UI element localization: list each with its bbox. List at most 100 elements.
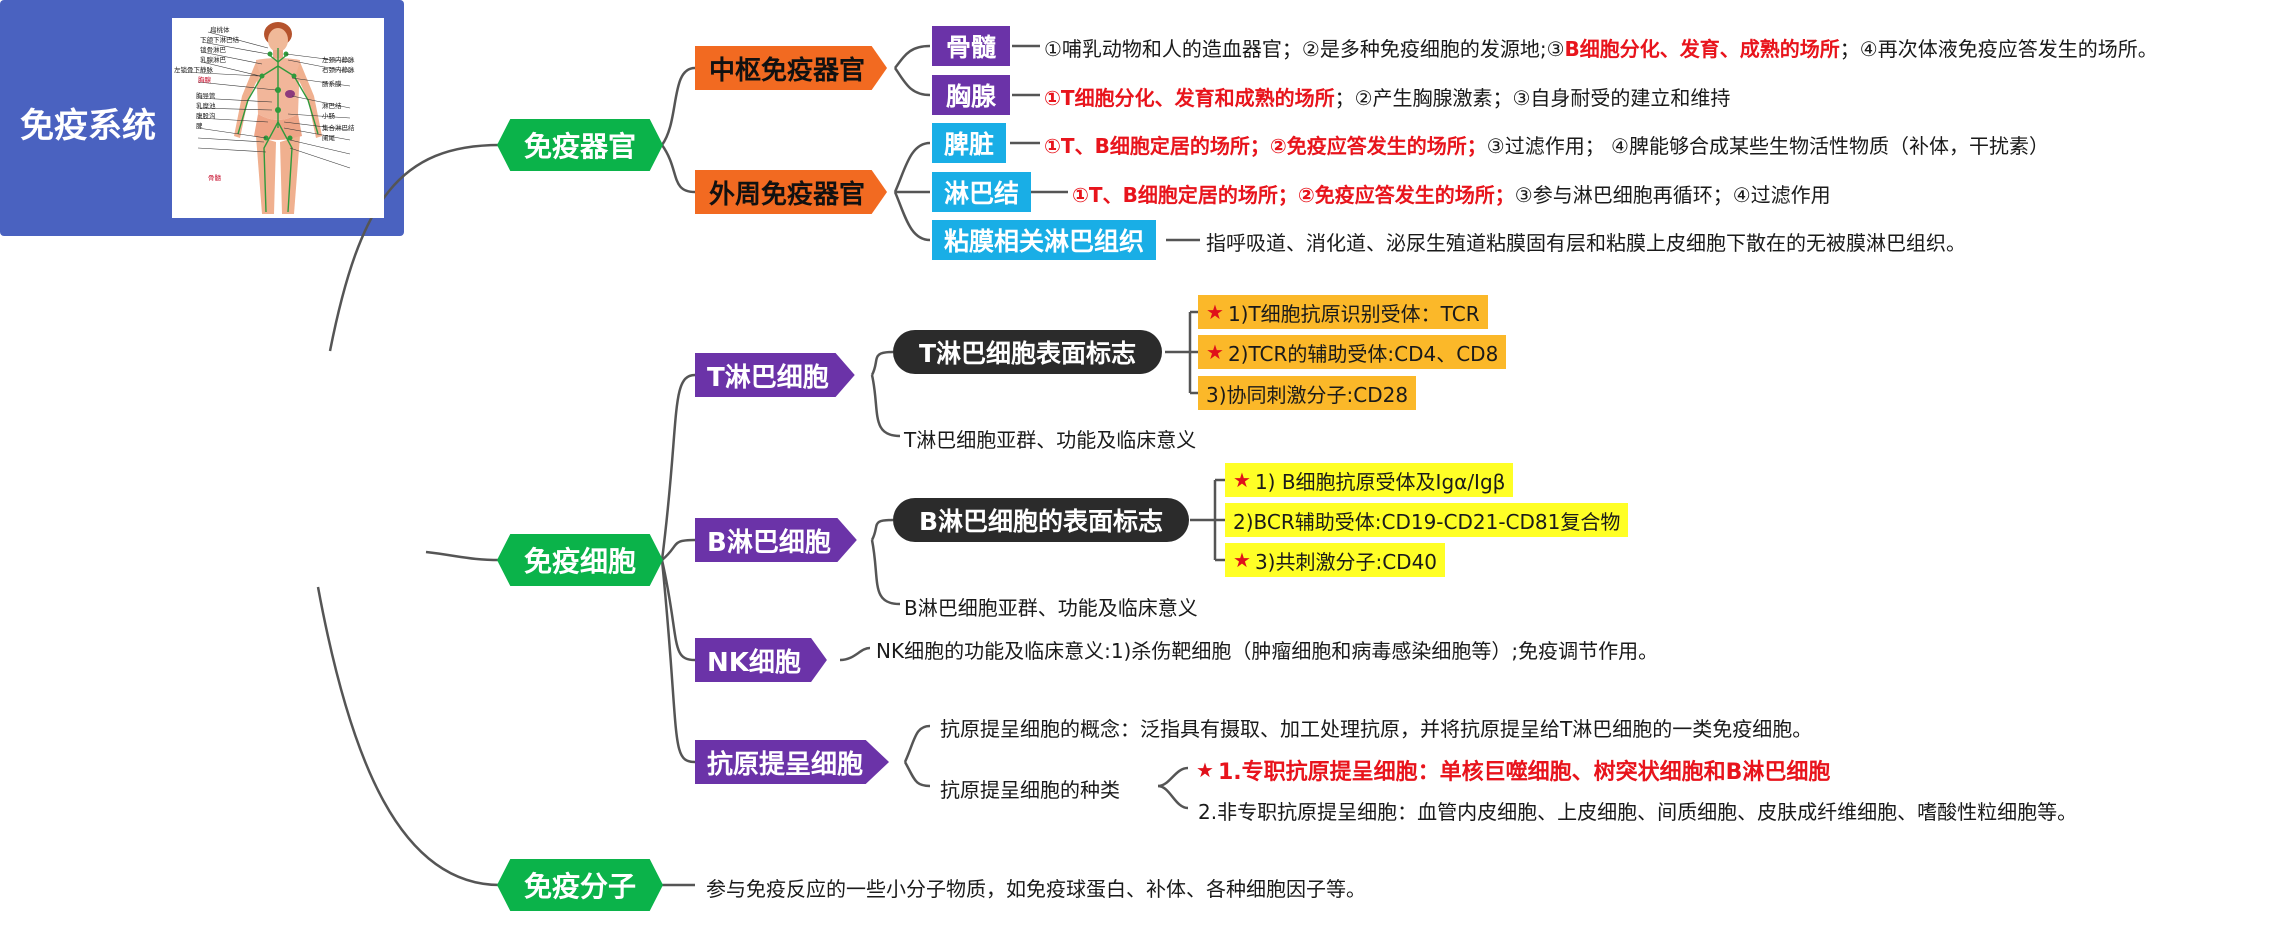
apc-type-2: 2.非专职抗原提呈细胞：血管内皮细胞、上皮细胞、间质细胞、皮肤成纤维细胞、嗜酸性… xyxy=(1198,796,2077,825)
thymus-text: ①T细胞分化、发育和成熟的场所；②产生胸腺激素；③自身耐受的建立和维持 xyxy=(1044,82,1730,111)
spleen-text-2: ③过滤作用； ④脾能够合成某些生物活性物质（补体，干扰素） xyxy=(1486,134,2049,158)
figure-label: 集合淋巴结 xyxy=(322,123,355,132)
bone-marrow-text-3: ；④再次体液免疫应答发生的场所。 xyxy=(1839,37,2158,61)
star-icon: ★ xyxy=(1233,468,1251,492)
b-marker-1-text: 1) B细胞抗原受体及Igα/Igβ xyxy=(1254,469,1506,494)
figure-label: 左锁骨下静脉 xyxy=(174,65,214,74)
b-cell-node[interactable]: B淋巴细胞 xyxy=(695,518,857,562)
bone-marrow-text-1: ①哺乳动物和人的造血器官；②是多种免疫细胞的发源地;③ xyxy=(1044,37,1565,61)
peripheral-organs-label: 外周免疫器官 xyxy=(709,179,866,210)
b-cell-markers-label: B淋巴细胞的表面标志 xyxy=(919,507,1164,536)
t-marker-1: ★1)T细胞抗原识别受体：TCR xyxy=(1198,295,1488,329)
figure-label: 乳糜池 xyxy=(196,101,216,110)
t-marker-2: ★2)TCR的辅助受体:CD4、CD8 xyxy=(1198,335,1507,369)
spleen-label: 脾脏 xyxy=(944,130,995,159)
nk-cell-node[interactable]: NK细胞 xyxy=(695,638,827,682)
nk-cell-label: NK细胞 xyxy=(707,647,801,678)
spleen-text-1: ①T、B细胞定居的场所；②免疫应答发生的场所； xyxy=(1044,134,1487,158)
root-title: 免疫系统 xyxy=(20,106,156,146)
t-cell-subgroup: T淋巴细胞亚群、功能及临床意义 xyxy=(904,424,1196,453)
figure-label: 乳腺淋巴 xyxy=(200,55,227,64)
lymphatic-body-illustration: 扁桃体 下颌下淋巴结 锁骨淋巴 乳腺淋巴 左锁骨下静脉 胸腺 胸导管 乳糜池 腹… xyxy=(172,18,384,218)
figure-label: 阑尾 xyxy=(322,133,336,142)
apc-type-2-text: 2.非专职抗原提呈细胞：血管内皮细胞、上皮细胞、间质细胞、皮肤成纤维细胞、嗜酸性… xyxy=(1198,800,2078,824)
thymus-text-2: ；②产生胸腺激素；③自身耐受的建立和维持 xyxy=(1334,86,1731,110)
peripheral-organs-node[interactable]: 外周免疫器官 xyxy=(695,170,888,214)
figure-label: 腹股沟 xyxy=(196,111,216,120)
cells-label: 免疫细胞 xyxy=(524,545,637,578)
malt-text: 指呼吸道、消化道、泌尿生殖道粘膜固有层和粘膜上皮细胞下散在的无被膜淋巴组织。 xyxy=(1206,227,1966,256)
figure-label: 扁桃体 xyxy=(210,25,230,34)
apc-concept-text: 抗原提呈细胞的概念：泛指具有摄取、加工处理抗原，并将抗原提呈给T淋巴细胞的一类免… xyxy=(940,717,1813,741)
apc-node[interactable]: 抗原提呈细胞 xyxy=(695,740,890,784)
star-icon: ★ xyxy=(1206,300,1224,324)
spleen-node[interactable]: 脾脏 xyxy=(932,123,1007,163)
t-cell-markers-node[interactable]: T淋巴细胞表面标志 xyxy=(893,330,1163,374)
b-marker-3: ★3)共刺激分子:CD40 xyxy=(1225,543,1446,577)
figure-label: 右颈内静脉 xyxy=(322,65,355,74)
figure-label: 肠系膜 xyxy=(322,79,342,88)
malt-label: 粘膜相关淋巴组织 xyxy=(944,227,1145,256)
figure-label: 胸导管 xyxy=(196,91,216,100)
central-organs-label: 中枢免疫器官 xyxy=(709,55,866,86)
nk-cell-text: NK细胞的功能及临床意义:1)杀伤靶细胞（肿瘤细胞和病毒感染细胞等）;免疫调节作… xyxy=(876,636,1716,666)
t-cell-node[interactable]: T淋巴细胞 xyxy=(695,353,855,397)
molecules-text-1: 参与免疫反应的一些小分子物质，如免疫球蛋白、补体、各种细胞因子等。 xyxy=(706,877,1366,901)
star-icon: ★ xyxy=(1233,548,1251,572)
apc-types-text: 抗原提呈细胞的种类 xyxy=(940,778,1120,802)
molecules-label: 免疫分子 xyxy=(524,870,637,903)
b-marker-1: ★1) B细胞抗原受体及Igα/Igβ xyxy=(1225,463,1514,497)
thymus-text-1: ①T细胞分化、发育和成熟的场所 xyxy=(1044,86,1335,110)
bone-marrow-node[interactable]: 骨髓 xyxy=(932,26,1011,66)
figure-label: 下颌下淋巴结 xyxy=(200,35,240,44)
lymph-node-text-2: ③参与淋巴细胞再循环；④过滤作用 xyxy=(1514,183,1831,207)
t-cell-markers-label: T淋巴细胞表面标志 xyxy=(919,339,1137,368)
t-cell-subgroup-text: T淋巴细胞亚群、功能及临床意义 xyxy=(904,428,1197,452)
lymph-node-node[interactable]: 淋巴结 xyxy=(932,172,1032,212)
t-marker-2-text: 2)TCR的辅助受体:CD4、CD8 xyxy=(1227,341,1499,366)
molecules-text: 参与免疫反应的一些小分子物质，如免疫球蛋白、补体、各种细胞因子等。 xyxy=(706,873,1366,902)
figure-label: 脾 xyxy=(196,121,203,130)
apc-types: 抗原提呈细胞的种类 xyxy=(940,774,1120,803)
bone-marrow-text-2: B细胞分化、发育、成熟的场所 xyxy=(1564,37,1840,61)
thymus-label: 胸腺 xyxy=(946,82,997,111)
organs-node[interactable]: 免疫器官 xyxy=(497,119,663,171)
molecules-node[interactable]: 免疫分子 xyxy=(497,859,663,911)
b-marker-2: 2)BCR辅助受体:CD19-CD21-CD81复合物 xyxy=(1225,503,1629,537)
t-marker-3-text: 3)协同刺激分子:CD28 xyxy=(1206,382,1409,407)
organs-label: 免疫器官 xyxy=(524,130,637,163)
apc-type-1: ★1.专职抗原提呈细胞：单核巨噬细胞、树突状细胞和B淋巴细胞 xyxy=(1196,754,1830,786)
apc-concept: 抗原提呈细胞的概念：泛指具有摄取、加工处理抗原，并将抗原提呈给T淋巴细胞的一类免… xyxy=(940,713,1812,742)
star-icon: ★ xyxy=(1196,758,1214,782)
star-icon: ★ xyxy=(1206,340,1224,364)
thymus-node[interactable]: 胸腺 xyxy=(932,75,1011,115)
malt-node[interactable]: 粘膜相关淋巴组织 xyxy=(932,220,1157,260)
lymph-node-text: ①T、B细胞定居的场所；②免疫应答发生的场所；③参与淋巴细胞再循环；④过滤作用 xyxy=(1072,179,1831,208)
root-node: 免疫系统 xyxy=(0,0,404,236)
t-cell-label: T淋巴细胞 xyxy=(707,362,829,393)
figure-label: 锁骨淋巴 xyxy=(200,45,227,54)
figure-label: 骨髓 xyxy=(208,173,222,182)
t-marker-1-text: 1)T细胞抗原识别受体：TCR xyxy=(1227,301,1480,326)
anatomy-figure: 扁桃体 下颌下淋巴结 锁骨淋巴 乳腺淋巴 左锁骨下静脉 胸腺 胸导管 乳糜池 腹… xyxy=(172,18,384,218)
figure-label: 淋巴结 xyxy=(322,101,342,110)
spleen-text: ①T、B细胞定居的场所；②免疫应答发生的场所；③过滤作用； ④脾能够合成某些生物… xyxy=(1044,130,2049,159)
bone-marrow-label: 骨髓 xyxy=(946,33,997,62)
b-marker-2-text: 2)BCR辅助受体:CD19-CD21-CD81复合物 xyxy=(1233,509,1621,534)
figure-label: 胸腺 xyxy=(198,75,212,84)
b-cell-subgroup-text: B淋巴细胞亚群、功能及临床意义 xyxy=(904,596,1198,620)
apc-label: 抗原提呈细胞 xyxy=(707,749,864,780)
b-cell-subgroup: B淋巴细胞亚群、功能及临床意义 xyxy=(904,592,1198,621)
b-cell-label: B淋巴细胞 xyxy=(707,527,831,558)
cells-node[interactable]: 免疫细胞 xyxy=(497,534,663,586)
lymph-node-label: 淋巴结 xyxy=(944,179,1020,208)
b-cell-markers-node[interactable]: B淋巴细胞的表面标志 xyxy=(893,498,1190,542)
lymph-node-text-1: ①T、B细胞定居的场所；②免疫应答发生的场所； xyxy=(1072,183,1515,207)
t-marker-3: 3)协同刺激分子:CD28 xyxy=(1198,376,1417,410)
figure-label: 左颈内静脉 xyxy=(322,55,355,64)
central-organs-node[interactable]: 中枢免疫器官 xyxy=(695,46,888,90)
malt-text-1: 指呼吸道、消化道、泌尿生殖道粘膜固有层和粘膜上皮细胞下散在的无被膜淋巴组织。 xyxy=(1206,231,1966,255)
figure-label: 小肠 xyxy=(322,111,336,120)
